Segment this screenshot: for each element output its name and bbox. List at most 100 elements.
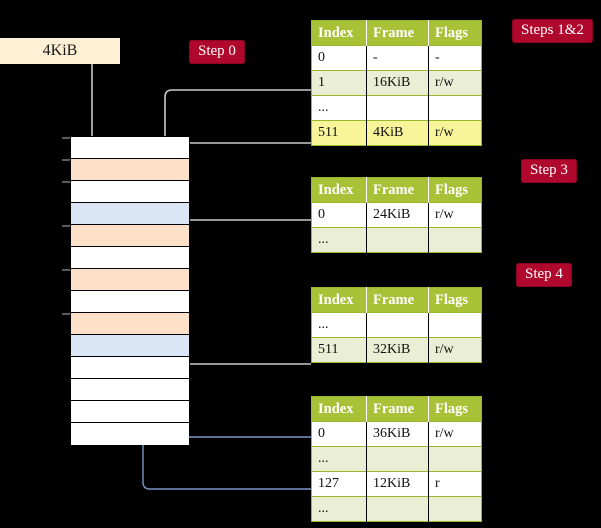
physical-memory-column [70,136,190,445]
cell-frame: - [366,45,429,71]
cell-frame [366,446,429,472]
col-header-frame: Frame [366,20,429,46]
col-header-frame: Frame [366,177,429,203]
cell-index: 0 [311,45,367,71]
memory-tick [62,137,72,139]
cell-index: 0 [311,421,367,447]
memory-tick [62,313,72,315]
cell-index: 127 [311,471,367,497]
cell-index: ... [311,227,367,253]
table-row: 0-- [311,45,482,71]
memory-frame-row [71,335,189,357]
cell-index: 0 [311,202,367,228]
col-header-index: Index [311,396,367,422]
col-header-index: Index [311,20,367,46]
memory-frame-row [71,423,189,445]
col-header-frame: Frame [366,396,429,422]
cell-index: 511 [311,120,367,146]
memory-frame-row [71,269,189,291]
cell-flags [428,312,482,338]
col-header-flags: Flags [428,287,482,313]
cell-flags [428,227,482,253]
cell-index: ... [311,95,367,121]
memory-tick [62,225,72,227]
cell-index: 511 [311,337,367,363]
memory-frame-row [71,291,189,313]
cell-flags [428,446,482,472]
connector-size-to-memory [87,52,93,148]
memory-frame-row [71,137,189,159]
connector-t4-to-mem-down [164,89,311,135]
memory-frame-row [71,357,189,379]
cell-index: ... [311,312,367,338]
arrow-t2-row511-to-mem [182,316,311,365]
cell-frame: 4KiB [366,120,429,146]
table-header-row: Index Frame Flags [311,20,482,46]
col-header-index: Index [311,287,367,313]
cell-index: ... [311,446,367,472]
table-header-row: Index Frame Flags [311,177,482,203]
memory-tick [62,269,72,271]
cell-flags: r/w [428,120,482,146]
table-row: ... [311,496,482,522]
memory-frame-row [71,379,189,401]
badge-step-0: Step 0 [189,40,245,64]
memory-tick [62,159,72,161]
cell-index: ... [311,496,367,522]
cell-frame: 16KiB [366,70,429,96]
col-header-flags: Flags [428,177,482,203]
cell-frame [366,227,429,253]
cell-frame [366,95,429,121]
cell-flags: r/w [428,70,482,96]
memory-frame-row [71,181,189,203]
cell-frame: 32KiB [366,337,429,363]
cell-flags: r/w [428,421,482,447]
cell-flags [428,496,482,522]
cell-flags [428,95,482,121]
badge-step-3: Step 3 [521,159,577,183]
cell-flags: r/w [428,202,482,228]
table-header-row: Index Frame Flags [311,287,482,313]
col-header-flags: Flags [428,20,482,46]
memory-frame-row [71,313,189,335]
table-row: ... [311,312,482,338]
badge-step-4: Step 4 [516,263,572,287]
cell-frame [366,496,429,522]
memory-frame-row [71,225,189,247]
memory-frame-row [71,159,189,181]
col-header-frame: Frame [366,287,429,313]
table-header-row: Index Frame Flags [311,396,482,422]
cell-frame: 36KiB [366,421,429,447]
cell-flags: r [428,471,482,497]
memory-frame-row [71,401,189,423]
cell-frame [366,312,429,338]
arrow-t3-row0-to-mem [178,219,311,244]
cell-index: 1 [311,70,367,96]
memory-frame-row [71,203,189,225]
table-row: ... [311,95,482,121]
table-row: ... [311,227,482,253]
cell-flags: - [428,45,482,71]
cell-flags: r/w [428,337,482,363]
cell-frame: 24KiB [366,202,429,228]
memory-tick [62,181,72,183]
cell-frame: 12KiB [366,471,429,497]
table-row: ... [311,446,482,472]
col-header-index: Index [311,177,367,203]
col-header-flags: Flags [428,396,482,422]
memory-frame-row [71,247,189,269]
